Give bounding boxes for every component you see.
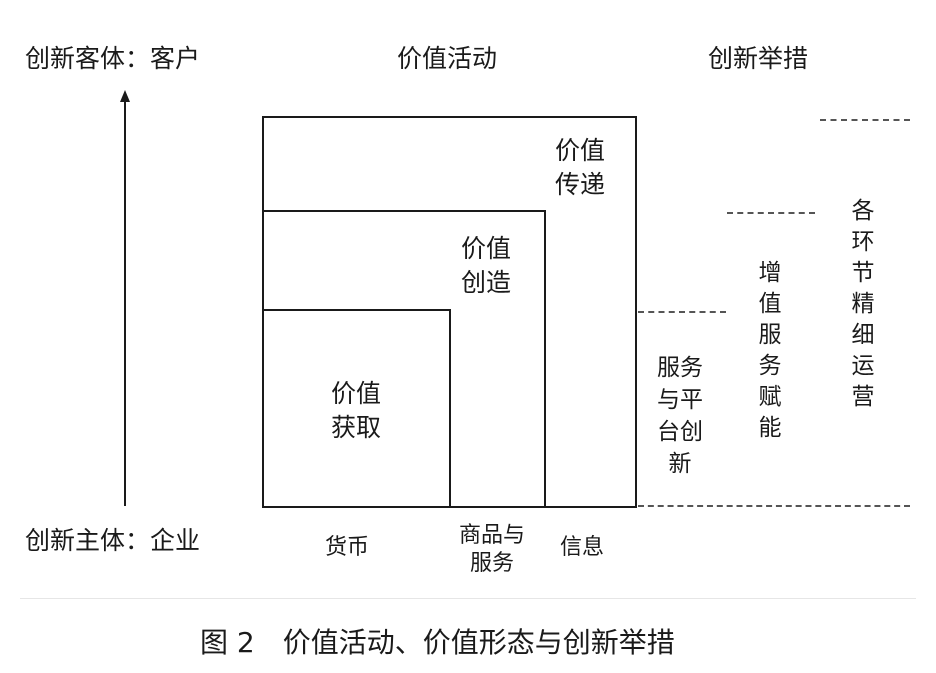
dashed-line-level2 [727,212,815,214]
label-value-creation: 价值创造 [460,234,511,297]
caption-separator [20,598,916,599]
dashed-line-level3 [820,119,910,121]
header-subject-client: 创新客体：客户 [25,44,201,73]
dashed-line-level1 [638,311,726,313]
header-value-activity: 价值活动 [397,44,498,73]
form-information: 信息 [560,535,605,560]
label-value-capture: 价值获取 [330,379,381,442]
measure-value-added-service: 增值服务赋能 [758,260,782,441]
header-innovation-measures: 创新举措 [708,44,809,73]
up-arrow-icon [120,90,130,506]
bottom-subject-enterprise: 创新主体：企业 [25,526,201,555]
form-goods-services: 商品与服务 [458,523,525,576]
measure-refined-operations: 各环节精细运营 [851,198,875,410]
figure-caption: 图 2 价值活动、价值形态与创新举措 [200,626,675,659]
measure-service-platform-innovation: 服务 与平 台创 新 [657,355,703,477]
form-money: 货币 [325,535,370,560]
label-value-delivery: 价值传递 [554,136,605,199]
dashed-line-bottom [638,505,910,507]
box-value-capture [262,309,451,508]
